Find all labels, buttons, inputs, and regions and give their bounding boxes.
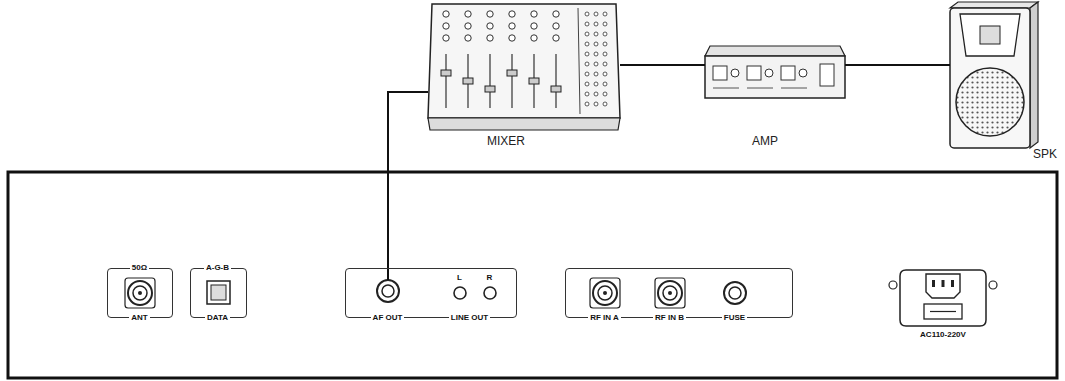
power-inlet [889,270,997,326]
device: SPK [950,2,1040,162]
device: AC110-220V [885,262,1001,344]
audio-cable [620,64,705,66]
port-label: L [455,273,464,282]
device: AMP [705,40,845,150]
device-label: AMP [752,134,778,148]
port-label: R [485,273,495,282]
port-label: FUSE [722,313,747,322]
port-label: AC110-220V [918,330,968,339]
panel-group: RF IN ARF IN BFUSE [565,268,793,318]
audio-cable [845,64,950,66]
panel-group: A-G-BDATA [190,268,247,318]
amplifier-drawing [705,46,845,98]
port-label: DATA [205,313,230,322]
rf-connectors [590,278,746,308]
device-label: MIXER [487,134,525,148]
audio-cable [388,92,428,268]
port-label: ANT [129,313,149,322]
panel-group: AF OUTLRLINE OUT [345,268,517,318]
audio-jacks [377,268,496,302]
ant-connector [125,278,155,308]
device-label: SPK [1033,147,1057,161]
mixer-drawing [428,4,620,130]
port-label: RF IN A [588,313,621,322]
port-label: LINE OUT [449,313,490,322]
device: MIXER [428,0,620,150]
port-label: A-G-B [204,263,231,272]
port-label: 50Ω [130,263,149,272]
speaker-drawing [950,2,1038,148]
rear-panel [8,172,1057,378]
port-label: AF OUT [371,313,405,322]
port-label: RF IN B [653,313,686,322]
panel-group: 50ΩANT [107,268,173,318]
data-switch [207,281,230,304]
